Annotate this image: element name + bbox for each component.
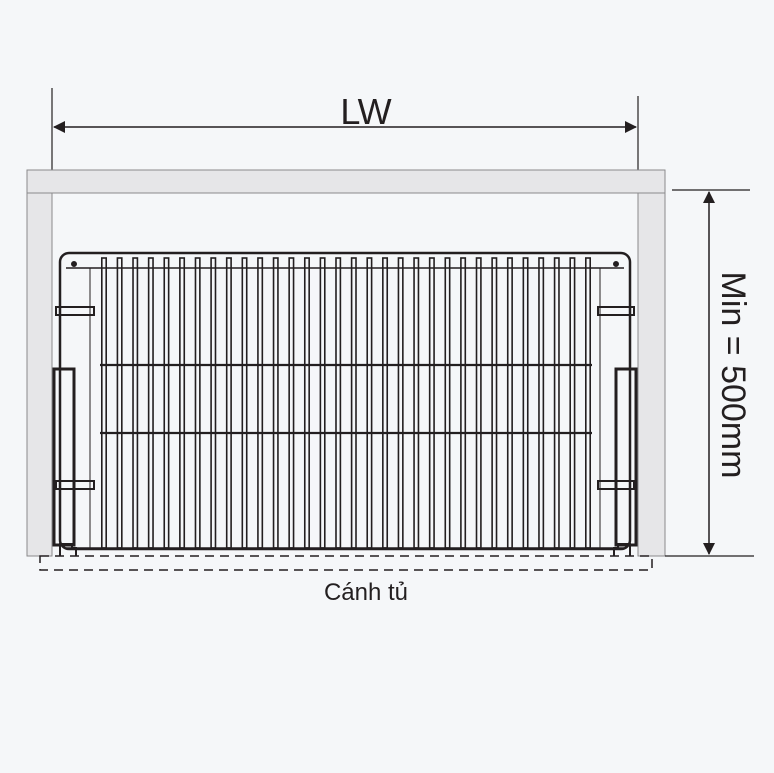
vertical-wire-bar [382,257,389,549]
vertical-wire-bar [460,257,467,549]
vertical-wire-bar [444,257,451,549]
basket-frame [58,251,632,551]
vertical-wire-bar [475,257,482,549]
vertical-wire-bar [179,257,186,549]
right-slide-rail [614,367,638,547]
vertical-wire-bar [428,257,435,549]
vertical-wire-bar [210,257,217,549]
cabinet-right-panel [637,192,666,557]
vertical-wire-bar [491,257,498,549]
width-label: LW [340,91,391,132]
vertical-wire-bar [506,257,513,549]
vertical-wire-bar [101,257,108,549]
vertical-wire-bar [397,257,404,549]
vertical-wire-bar [288,257,295,549]
cabinet-left-panel [26,192,53,557]
left-upper-bracket [55,306,95,316]
vertical-wire-bar [163,257,170,549]
wire-basket [52,251,638,556]
vertical-wire-bar [194,257,201,549]
vertical-wire-bar [350,257,357,549]
vertical-wire-bar [303,257,310,549]
vertical-wire-bar [272,257,279,549]
width-dimension: LW [51,88,639,170]
vertical-wire-bar [116,257,123,549]
depth-label: Min = 500mm [714,272,752,479]
vertical-wire-bar [522,257,529,549]
vertical-wire-bar [413,257,420,549]
vertical-wire-bar [147,257,154,549]
door-outline [39,555,653,571]
right-upper-bracket [597,306,635,316]
vertical-wire-bar [241,257,248,549]
cabinet-top-panel [26,169,666,194]
vertical-wire-bar [319,257,326,549]
vertical-wire-bar [257,257,264,549]
left-slide-rail [52,367,76,547]
depth-dimension: Min = 500mm [665,189,754,557]
cabinet [26,169,666,557]
vertical-wire-bar [225,257,232,549]
vertical-wire-bar [366,257,373,549]
vertical-wire-bar [569,257,576,549]
door-label: Cánh tủ [324,579,408,606]
vertical-wire-bar [538,257,545,549]
vertical-wire-bar [132,257,139,549]
vertical-wire-bar [553,257,560,549]
vertical-wire-bar [584,257,591,549]
vertical-wire-bar [335,257,342,549]
